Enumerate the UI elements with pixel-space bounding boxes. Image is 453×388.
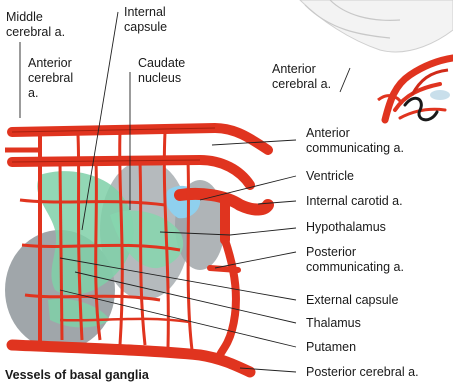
label-line: nucleus	[138, 71, 185, 86]
label-line: Posterior	[306, 245, 404, 260]
label-line: a.	[28, 86, 73, 101]
label-ventricle: Ventricle	[306, 169, 354, 184]
label-anterior-cerebral-artery: Anterior cerebral a.	[28, 56, 73, 101]
label-line: communicating a.	[306, 260, 404, 275]
label-line: Anterior	[306, 126, 404, 141]
label-putamen: Putamen	[306, 340, 356, 355]
label-line: Caudate	[138, 56, 185, 71]
label-hypothalamus: Hypothalamus	[306, 220, 386, 235]
label-internal-carotid-artery: Internal carotid a.	[306, 194, 403, 209]
label-anterior-communicating-artery: Anterior communicating a.	[306, 126, 404, 156]
label-line: cerebral	[28, 71, 73, 86]
label-line: Internal	[124, 5, 167, 20]
label-line: capsule	[124, 20, 167, 35]
main-illustration	[5, 128, 268, 372]
label-internal-capsule: Internal capsule	[124, 5, 167, 35]
label-external-capsule: External capsule	[306, 293, 398, 308]
label-anterior-cerebral-artery-inset: Anterior cerebral a.	[272, 62, 331, 92]
label-line: cerebral a.	[6, 25, 65, 40]
label-posterior-cerebral-artery: Posterior cerebral a.	[306, 365, 419, 380]
label-line: Anterior	[28, 56, 73, 71]
label-thalamus: Thalamus	[306, 316, 361, 331]
inset-brain-illustration	[300, 0, 453, 120]
label-middle-cerebral-artery: Middle cerebral a.	[6, 10, 65, 40]
figure-caption: Vessels of basal ganglia	[5, 368, 149, 382]
label-line: cerebral a.	[272, 77, 331, 92]
label-caudate-nucleus: Caudate nucleus	[138, 56, 185, 86]
label-line: Middle	[6, 10, 65, 25]
label-posterior-communicating-artery: Posterior communicating a.	[306, 245, 404, 275]
label-line: Anterior	[272, 62, 331, 77]
label-line: communicating a.	[306, 141, 404, 156]
